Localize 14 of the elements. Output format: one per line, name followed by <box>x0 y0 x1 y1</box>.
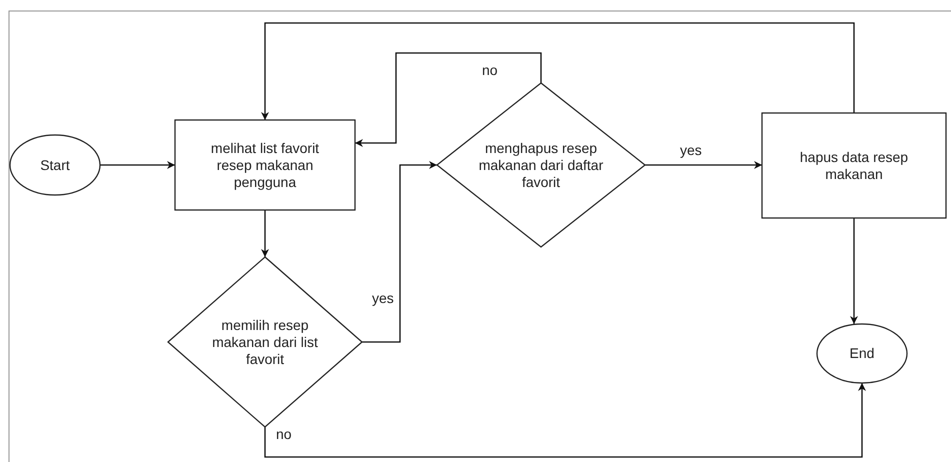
arrow <box>355 52 542 147</box>
node-text: End <box>848 345 876 362</box>
node-text: Start <box>39 156 71 174</box>
node-text: hapus data resep makanan <box>798 148 910 182</box>
arrow <box>261 210 269 257</box>
node-text: menghapus resep makanan dari daftar favorit <box>478 140 604 190</box>
arrow <box>362 161 437 343</box>
arrow <box>100 161 175 169</box>
node-text: melihat list favorit resep makanan pengguna <box>210 140 320 190</box>
arrow <box>645 161 762 169</box>
arrow <box>264 383 866 458</box>
node-text: memilih resep makanan dari list favorit <box>211 316 319 368</box>
arrow <box>261 22 855 120</box>
arrow <box>850 218 858 324</box>
